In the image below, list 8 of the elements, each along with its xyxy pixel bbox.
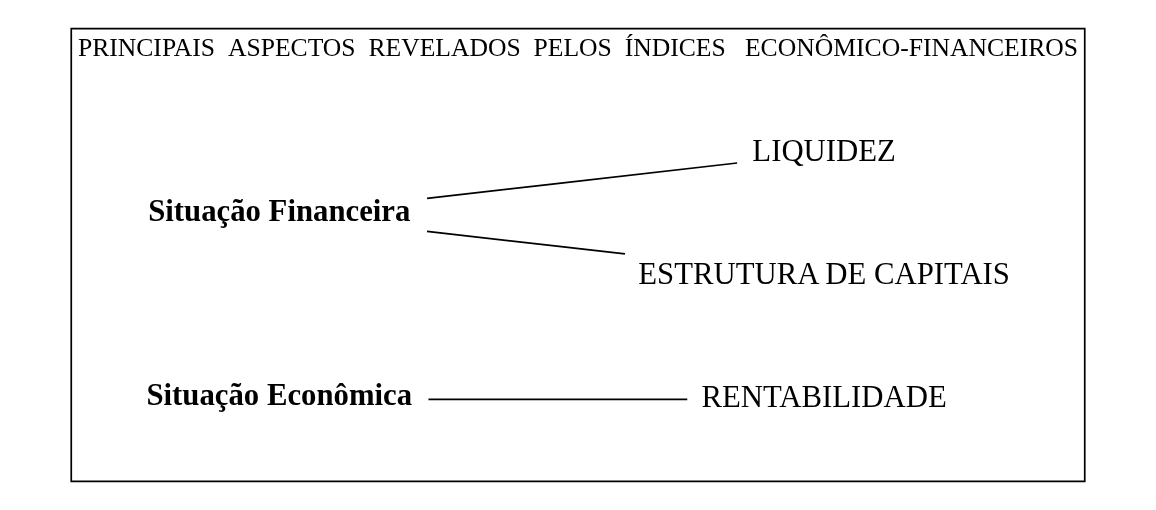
node-text: RENTABILIDADE	[701, 379, 947, 414]
node-text: Situação Econômica	[146, 378, 413, 413]
node-text: LIQUIDEZ	[752, 133, 896, 168]
connector	[427, 398, 689, 401]
connector	[426, 230, 626, 255]
node-text: ESTRUTURA DE CAPITAIS	[638, 256, 1010, 291]
node-text: Situação Financeira	[148, 193, 411, 228]
connector	[426, 162, 738, 200]
